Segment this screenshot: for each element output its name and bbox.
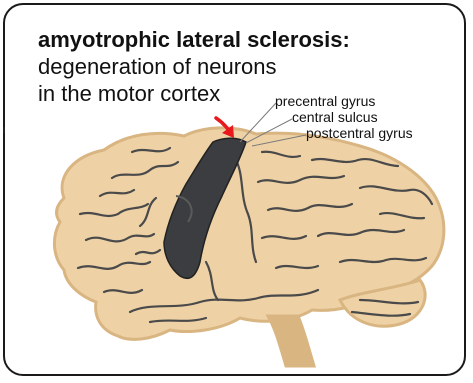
diagram-subtitle-line-2: in the motor cortex <box>38 81 220 107</box>
label-postcentral-gyrus: postcentral gyrus <box>306 125 413 141</box>
diagram-title: amyotrophic lateral sclerosis: <box>38 27 350 53</box>
brain-stem <box>268 316 314 366</box>
label-precentral-gyrus: precentral gyrus <box>275 93 375 109</box>
diagram-subtitle-line-1: degeneration of neurons <box>38 54 277 80</box>
label-central-sulcus: central sulcus <box>292 109 378 125</box>
